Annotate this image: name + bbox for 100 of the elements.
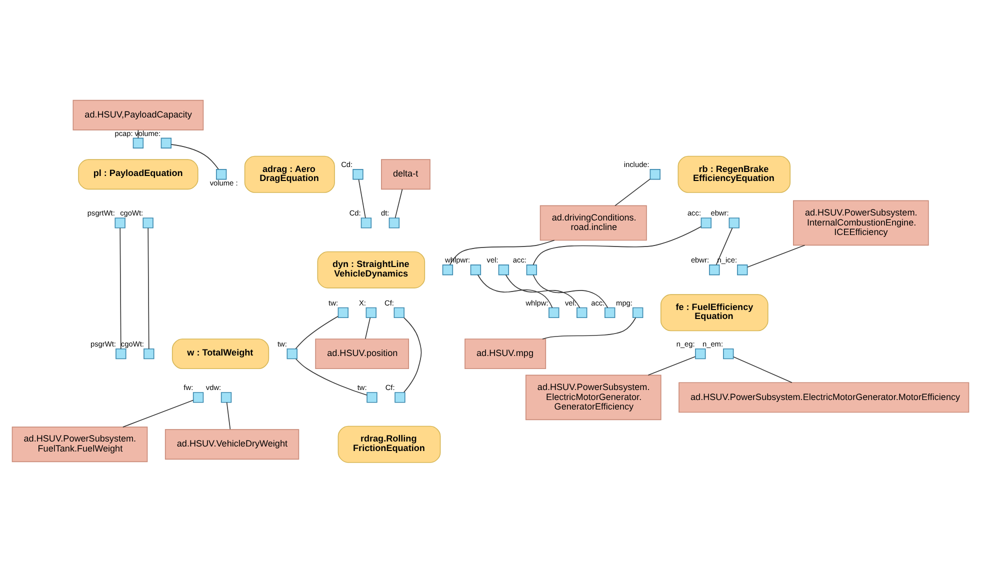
node-box (116, 348, 126, 360)
node-label: psgrtWt: (87, 208, 115, 218)
node-box (709, 264, 720, 276)
connector (120, 228, 122, 350)
connector (295, 316, 338, 350)
node-box (216, 169, 227, 180)
node-label: Cd: (349, 208, 361, 218)
node-label: ebwr: (690, 256, 710, 265)
node-box (728, 218, 740, 228)
connector (477, 274, 553, 308)
node-label: acc: (591, 298, 605, 308)
connector (648, 356, 696, 376)
node-box: pl : PayloadEquation (78, 159, 198, 190)
node-box (470, 264, 482, 276)
node-label: fw: (184, 383, 194, 392)
node-label: tw: (328, 298, 338, 308)
node-label: Cf: (384, 298, 394, 308)
node-box (114, 218, 126, 228)
connector (394, 188, 403, 218)
node-box (132, 138, 144, 148)
node-box: ad.HSUV.position (315, 338, 409, 370)
node-box: ad.HSUV.PowerSubsystem. ElectricMotorGenerator. GeneratorEfficiency (525, 374, 662, 420)
connector (148, 228, 150, 350)
node-box (548, 307, 560, 318)
node-label: tw: (278, 340, 287, 349)
node-box (366, 307, 376, 318)
node-box: ad.drivingConditions. road.incline (540, 205, 647, 241)
node-box (700, 218, 712, 228)
node-box (604, 307, 616, 318)
node-label: ebwr: (710, 208, 729, 218)
node-box (695, 348, 706, 360)
node-label: n_em: (702, 340, 724, 349)
node-box: ad.HSUV.PowerSubsystem.ElectricMotorGenerator.MotorEfficiency (678, 382, 970, 413)
node-box (576, 307, 588, 318)
node-label: vel: (565, 298, 577, 308)
connector (747, 244, 806, 268)
node-box (360, 218, 372, 228)
node-box: ad.HSUV.PowerSubsystem. FuelTank.FuelWeight (12, 426, 148, 462)
node-label: include: (624, 160, 650, 170)
connector (733, 356, 792, 383)
node-label: X: (359, 298, 366, 308)
connector (358, 179, 366, 218)
node-box (442, 264, 454, 276)
node-label: whlpw: (526, 298, 548, 308)
connector (404, 317, 422, 393)
node-box (352, 169, 364, 180)
node-box: rb : RegenBrake EfficiencyEquation (678, 156, 791, 193)
node-label: acc: (687, 208, 702, 218)
connector (716, 228, 733, 266)
node-label: cgoWt: (120, 340, 144, 349)
node-box (366, 392, 378, 403)
node-box (650, 169, 660, 180)
node-box (220, 392, 232, 403)
node-label: Cd: (341, 160, 353, 170)
node-box: ad.HSUV.mpg (464, 338, 546, 370)
node-box (286, 348, 298, 360)
node-box: ad.HSUV.VehicleDryWeight (164, 429, 300, 460)
node-box (394, 392, 406, 403)
node-label: volume : (210, 178, 238, 188)
node-label: acc: (512, 256, 527, 265)
connector (505, 274, 580, 308)
node-box (737, 264, 748, 276)
connector (170, 144, 219, 170)
node-box: fe : FuelEfficiency Equation (660, 294, 768, 332)
node-box: w : TotalWeight (172, 338, 270, 370)
connector (532, 274, 608, 308)
node-box (192, 392, 204, 403)
node-box (632, 307, 644, 318)
connector (122, 400, 194, 428)
node-box: ad.HSUV.PowerSubsystem. InternalCombustionEngine. ICEEfficiency (793, 200, 929, 246)
node-box: delta-t (381, 159, 430, 190)
connector (532, 226, 702, 266)
node-label: dt: (381, 208, 390, 218)
node-label: vdw: (206, 383, 222, 392)
node-box (526, 264, 537, 276)
connector (449, 240, 555, 266)
node-label: vel: (486, 256, 498, 265)
node-label: mpg: (616, 298, 632, 308)
node-label: cgoWt: (120, 208, 144, 218)
node-box: ad.HSUV,PayloadCapacity (72, 100, 204, 130)
node-box: dyn : StraightLine VehicleDynamics (317, 251, 426, 288)
connector (614, 178, 650, 206)
node-label: pcap: (114, 128, 133, 138)
node-box: rdrag.Rolling FrictionEquation (338, 426, 441, 463)
node-box (723, 348, 734, 360)
connector (542, 317, 636, 340)
connector (296, 358, 368, 396)
node-label: n_eg: (676, 340, 695, 349)
node-box (160, 138, 172, 148)
node-box (394, 307, 404, 318)
node-box (388, 218, 400, 228)
node-box: adrag : Aero DragEquation (244, 156, 335, 193)
node-box (144, 348, 154, 360)
connector (364, 317, 371, 340)
node-label: psgrWt: (90, 340, 116, 349)
node-box (498, 264, 510, 276)
connector (226, 402, 231, 430)
node-label: tw: (357, 383, 367, 392)
node-box (338, 307, 348, 318)
node-label: n_ice: (717, 256, 738, 265)
